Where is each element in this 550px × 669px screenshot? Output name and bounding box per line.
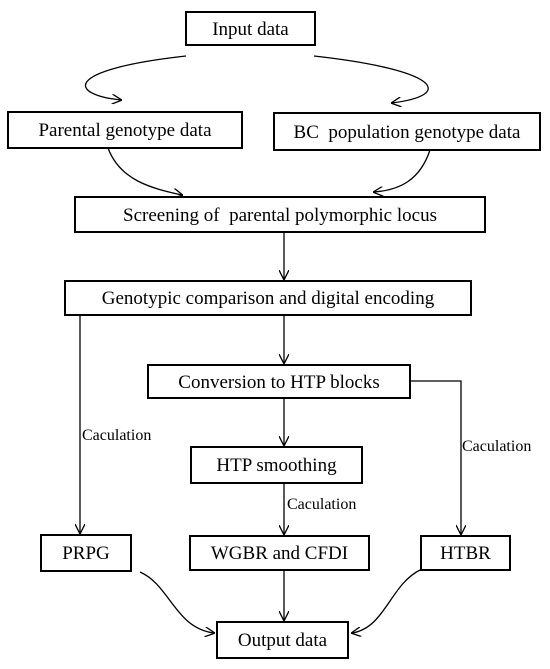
- arrow-htbr-to-output: [352, 569, 421, 633]
- node-screening-label: Screening of parental polymorphic locus: [123, 205, 437, 226]
- node-genotypic: Genotypic comparison and digital encodin…: [64, 280, 472, 316]
- node-wgbr: WGBR and CFDI: [189, 535, 370, 571]
- arrow-bc-to-screening: [374, 149, 431, 192]
- node-conversion-label: Conversion to HTP blocks: [178, 372, 379, 393]
- edge-label-htbr: Caculation: [462, 438, 531, 455]
- node-input: Input data: [185, 11, 316, 46]
- node-htbr-label: HTBR: [440, 543, 491, 564]
- node-genotypic-label: Genotypic comparison and digital encodin…: [102, 288, 435, 309]
- arrow-prpg-to-output: [139, 571, 214, 633]
- node-conversion: Conversion to HTP blocks: [147, 364, 411, 399]
- edge-label-wgbr: Caculation: [287, 496, 356, 513]
- node-output: Output data: [216, 621, 349, 659]
- node-prpg-label: PRPG: [62, 543, 110, 564]
- node-htbr: HTBR: [420, 535, 511, 571]
- arrow-parental-to-screening: [107, 147, 182, 195]
- connectors: [80, 55, 461, 633]
- edge-label-prpg: Caculation: [82, 427, 151, 444]
- node-screening: Screening of parental polymorphic locus: [74, 196, 486, 233]
- node-bc: BC population genotype data: [273, 112, 541, 151]
- node-smoothing-label: HTP smoothing: [216, 455, 337, 476]
- arrow-conversion-to-htbr: [410, 380, 461, 534]
- node-output-label: Output data: [238, 630, 328, 651]
- arrow-input-to-bc: [313, 55, 429, 103]
- node-smoothing: HTP smoothing: [190, 446, 363, 484]
- node-parental: Parental genotype data: [7, 111, 243, 149]
- node-input-label: Input data: [212, 19, 289, 40]
- node-bc-label: BC population genotype data: [294, 122, 521, 143]
- node-wgbr-label: WGBR and CFDI: [211, 543, 348, 564]
- node-parental-label: Parental genotype data: [38, 120, 212, 141]
- arrow-input-to-parental: [84, 55, 187, 100]
- node-prpg: PRPG: [40, 534, 132, 572]
- edge-labels: Caculation Caculation Caculation: [82, 427, 531, 513]
